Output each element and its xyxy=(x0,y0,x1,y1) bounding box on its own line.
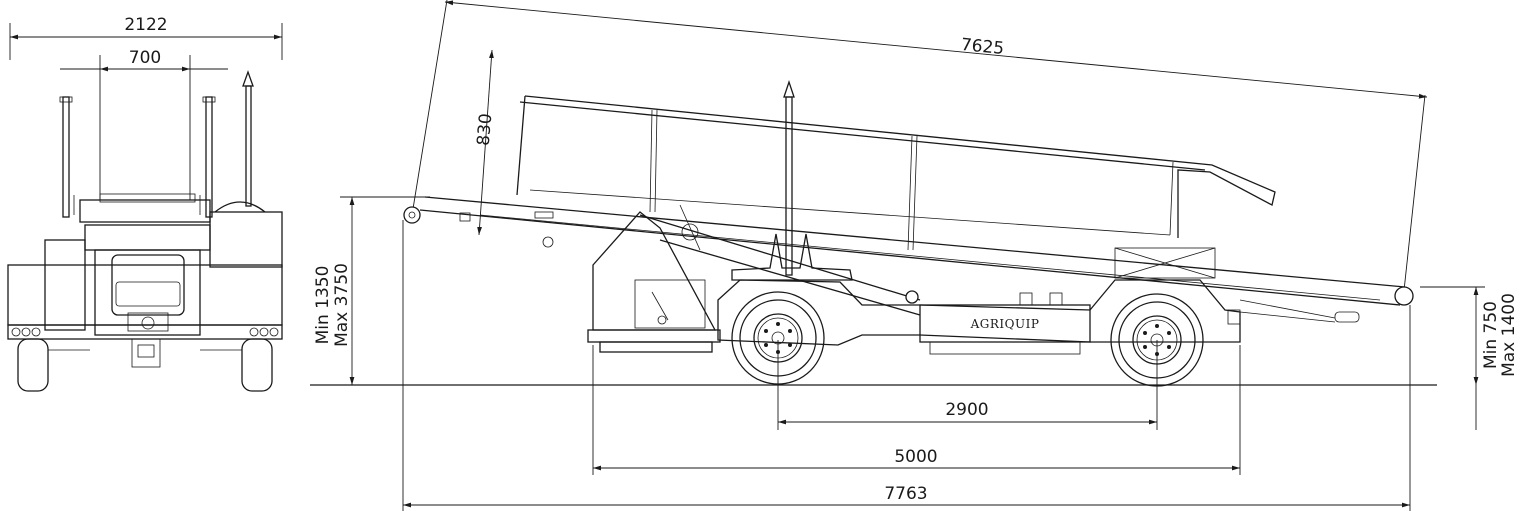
front-axle-wheel xyxy=(731,291,825,385)
intake-min-label: Min 750 xyxy=(1481,301,1501,369)
chassis: AGRIQUIP xyxy=(587,247,1241,355)
overall-width-label: 2122 xyxy=(124,15,167,35)
front-wheels xyxy=(17,338,273,392)
belt-width-label: 700 xyxy=(129,48,161,68)
dim-chassis-length: 5000 xyxy=(592,345,1241,475)
dim-wheelbase: 2900 xyxy=(777,340,1158,430)
front-hopper xyxy=(79,199,211,223)
front-rail-posts xyxy=(59,96,216,218)
side-mast xyxy=(783,79,795,276)
intake-max-label: Max 1400 xyxy=(1499,293,1519,377)
brand-label: AGRIQUIP xyxy=(970,317,1040,331)
chassis-length-label: 5000 xyxy=(894,447,937,467)
front-mast xyxy=(242,70,254,207)
dim-conveyor-length: 7625 xyxy=(411,0,1428,301)
lift-frame xyxy=(592,204,921,331)
side-rail xyxy=(516,95,1276,251)
front-wheel-guard xyxy=(214,201,266,213)
dim-discharge-height: Min 1350 Max 3750 xyxy=(313,196,430,385)
dim-overall-length: 7763 xyxy=(402,220,1411,511)
discharge-max-label: Max 3750 xyxy=(332,263,352,347)
front-beam xyxy=(7,324,283,340)
front-view: 2122 700 xyxy=(7,15,283,392)
dim-overall-width: 2122 xyxy=(9,15,283,60)
front-frame xyxy=(7,211,283,336)
front-hopper-top xyxy=(99,193,196,203)
conveyor-belt xyxy=(403,196,1414,323)
overall-length-label: 7763 xyxy=(884,484,927,504)
side-view: 7625 830 Min 1350 Max 3750 Min 750 Max 1… xyxy=(310,0,1519,511)
hopper-seats xyxy=(731,233,853,281)
wheelbase-label: 2900 xyxy=(945,400,988,420)
discharge-min-label: Min 1350 xyxy=(313,266,333,345)
dim-intake-height: Min 750 Max 1400 xyxy=(1420,286,1519,430)
conveyor-length-label: 7625 xyxy=(960,35,1005,59)
dim-side-height: 830 xyxy=(474,49,497,236)
rear-axle-wheel xyxy=(1110,293,1204,387)
dim-belt-width: 700 xyxy=(60,48,228,200)
side-height-label: 830 xyxy=(474,113,497,147)
